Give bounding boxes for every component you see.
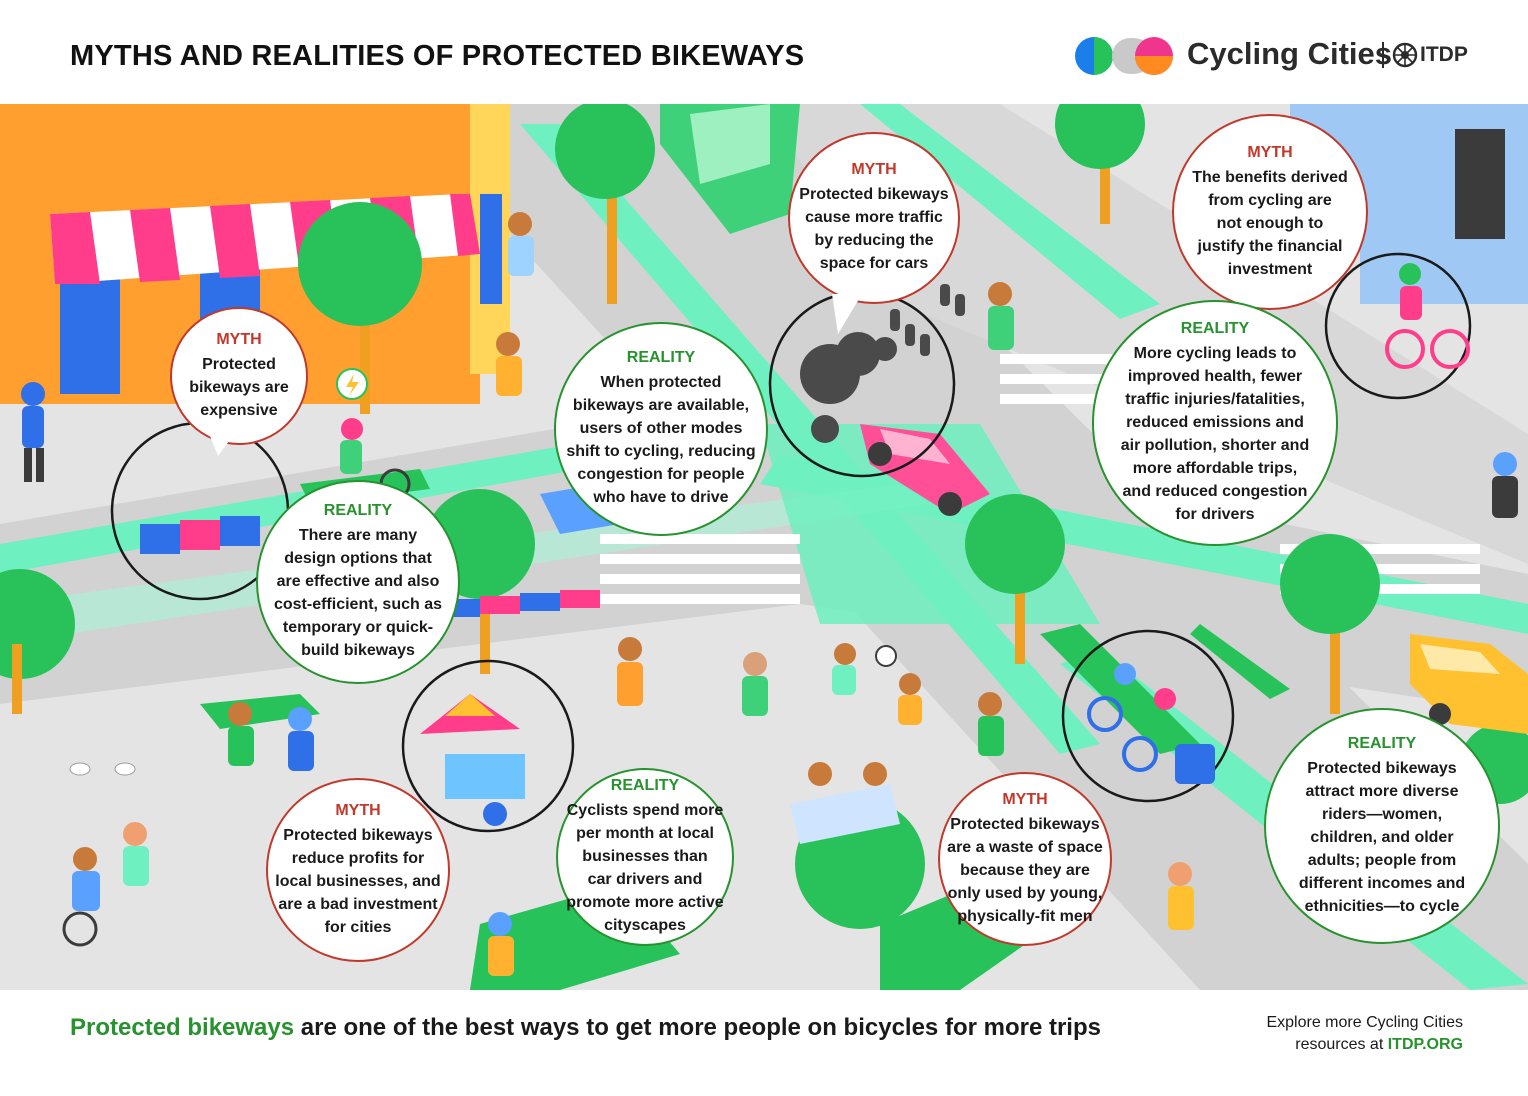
reality-bubble-design-options: REALITY There are many design options th… — [256, 480, 460, 684]
bubble-label: REALITY — [626, 349, 696, 366]
bubble-label: MYTH — [1247, 143, 1293, 161]
brand-name: Cycling Cities — [1187, 36, 1392, 71]
brand-org: ITDP — [1420, 43, 1468, 66]
reality-bubble-spending: REALITY Cyclists spend more per month at… — [556, 768, 734, 946]
bubble-tail — [206, 426, 240, 456]
bubble-text: Protected bikeways cause more traffic by… — [799, 186, 949, 272]
street-illustration: MYTH Protected bikeways are expensive RE… — [0, 104, 1528, 990]
bubble-label: MYTH — [216, 330, 262, 348]
bubble-text: Protected bikeways are expensive — [189, 355, 289, 419]
bubble-label: MYTH — [1002, 790, 1048, 808]
myth-bubble-benefits: MYTH The benefits derived from cycling a… — [1172, 114, 1368, 310]
myth-bubble-business: MYTH Protected bikeways reduce profits f… — [266, 778, 450, 962]
bubble-text: Cyclists spend more per month at local b… — [566, 802, 724, 934]
bubble-text: Protected bikeways reduce profits for lo… — [275, 826, 441, 936]
bubble-label: MYTH — [851, 161, 897, 178]
bubble-text: The benefits derived from cycling are no… — [1192, 168, 1348, 278]
myth-bubble-young-men: MYTH Protected bikeways are a waste of s… — [938, 772, 1112, 946]
bubble-label: MYTH — [335, 801, 381, 819]
bubble-label: REALITY — [1180, 320, 1250, 337]
myth-bubble-traffic: MYTH Protected bikeways cause more traff… — [788, 132, 960, 304]
brand-separator — [1382, 42, 1384, 68]
bubble-text: There are many design options that are e… — [273, 527, 443, 659]
footer: Protected bikeways are one of the best w… — [0, 990, 1528, 1096]
reality-bubble-health: REALITY More cycling leads to improved h… — [1092, 300, 1338, 546]
explore-resources: Explore more Cycling Cities resources at… — [1266, 1012, 1463, 1056]
cycling-cities-logo-icon — [1075, 37, 1173, 75]
reality-bubble-diverse-riders: REALITY Protected bikeways attract more … — [1264, 708, 1500, 944]
tagline: Protected bikeways are one of the best w… — [70, 1014, 1101, 1042]
page-title: MYTHS AND REALITIES OF PROTECTED BIKEWAY… — [70, 40, 805, 72]
brand-logo: Cycling Cities ITDP — [1074, 34, 1474, 78]
bubble-label: REALITY — [610, 777, 680, 794]
tagline-highlight: Protected bikeways — [70, 1014, 295, 1041]
explore-line-2: resources at ITDP.ORG — [1266, 1034, 1463, 1056]
bubble-text: More cycling leads to improved health, f… — [1120, 345, 1310, 523]
bubble-text: When protected bikeways are available, u… — [566, 374, 756, 506]
explore-line-1: Explore more Cycling Cities — [1266, 1014, 1463, 1031]
bubble-tail — [832, 294, 862, 334]
itdp-globe-icon — [1392, 42, 1418, 68]
bubble-text: Protected bikeways are a waste of space … — [947, 815, 1103, 925]
bubble-text: Protected bikeways attract more diverse … — [1298, 759, 1466, 915]
tagline-rest: are one of the best ways to get more peo… — [294, 1014, 1101, 1041]
header: MYTHS AND REALITIES OF PROTECTED BIKEWAY… — [0, 0, 1528, 104]
bubble-label: REALITY — [1347, 734, 1417, 752]
myth-bubble-expensive: MYTH Protected bikeways are expensive — [170, 307, 308, 445]
bubble-label: REALITY — [323, 502, 393, 519]
itdp-link[interactable]: ITDP.ORG — [1387, 1036, 1463, 1053]
reality-bubble-mode-shift: REALITY When protected bikeways are avai… — [554, 322, 768, 536]
explore-prefix: resources at — [1295, 1036, 1388, 1053]
